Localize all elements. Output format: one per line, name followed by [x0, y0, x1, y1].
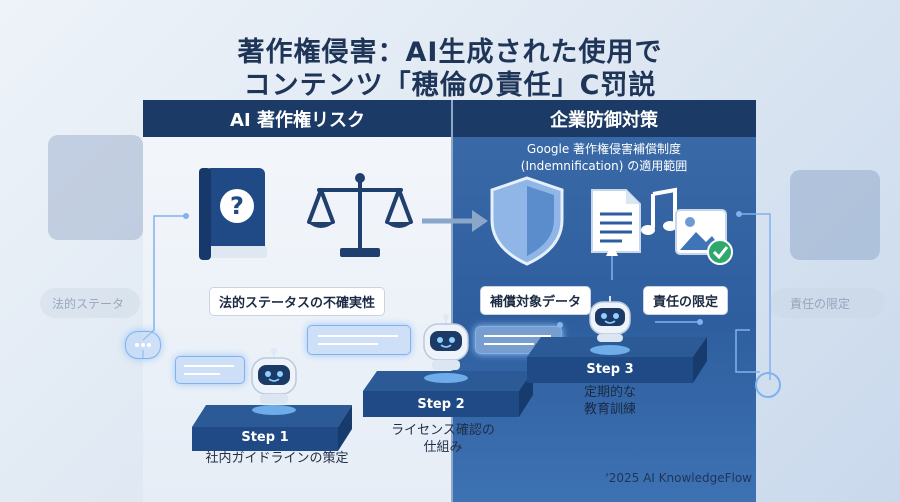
robot-icon-step-2	[423, 314, 469, 383]
robot-icon	[251, 348, 297, 415]
left-panel-header: AI 著作権リスク	[143, 100, 452, 137]
step-2-description-line-1: ライセンス確認の	[391, 423, 495, 438]
step-3-description-line-1: 定期的な	[583, 385, 636, 400]
step-3-description-line-2: 教育訓練	[583, 402, 636, 417]
copyright-footer: '2025 AI KnowledgeFlow	[605, 471, 752, 485]
legal-status-label: 法的ステータスの不確実性	[209, 287, 386, 316]
covered-data-label: 補償対象データ	[480, 286, 592, 315]
music-note-icon	[641, 187, 677, 235]
step-2-label: Step 2	[417, 397, 465, 412]
step-3-label: Step 3	[586, 362, 634, 377]
step-1-block	[192, 405, 352, 451]
step-3-block	[527, 337, 707, 383]
step-1-label: Step 1	[241, 430, 289, 445]
liability-limit-label: 責任の限定	[643, 286, 729, 315]
chat-bubble-icon	[125, 331, 161, 359]
background-left-pill	[40, 288, 140, 318]
indemnification-subtitle-line-1: Google 著作権侵害補償制度	[526, 142, 682, 156]
document-icon	[591, 189, 641, 253]
step-2-block	[363, 371, 533, 417]
background-left-pill-text: 法的ステータ	[52, 297, 125, 311]
robot-icon-step-3	[589, 296, 631, 355]
right-arrow-icon	[422, 210, 488, 232]
shield-icon	[490, 176, 564, 266]
background-book-card	[48, 135, 143, 240]
scales-of-justice-icon	[307, 173, 413, 257]
step-2-description-line-2: 仕組み	[423, 440, 463, 455]
corporate-defense-panel: 企業防御対策	[452, 100, 756, 502]
step-1-description: 社内ガイドラインの策定	[205, 451, 349, 466]
page-title-line-1: 著作権侵害：AI生成された使用で	[237, 37, 663, 68]
svg-text:?: ?	[230, 192, 244, 220]
indemnification-subtitle-line-2: (Indemnification) の適用範囲	[520, 159, 688, 173]
background-right-pill-text: 責任の限定	[790, 297, 851, 311]
page-title-line-2: コンテンツ「穂倫の責任」C罚説	[243, 70, 657, 101]
chat-bubble-left	[175, 356, 245, 384]
panel-divider	[451, 100, 453, 502]
right-panel-header: 企業防御対策	[452, 100, 756, 137]
question-book-icon: ?	[199, 168, 267, 260]
image-check-icon	[675, 209, 733, 265]
background-right-pill	[770, 288, 885, 318]
background-right-card	[790, 170, 880, 260]
chat-bubble-middle	[307, 325, 411, 355]
